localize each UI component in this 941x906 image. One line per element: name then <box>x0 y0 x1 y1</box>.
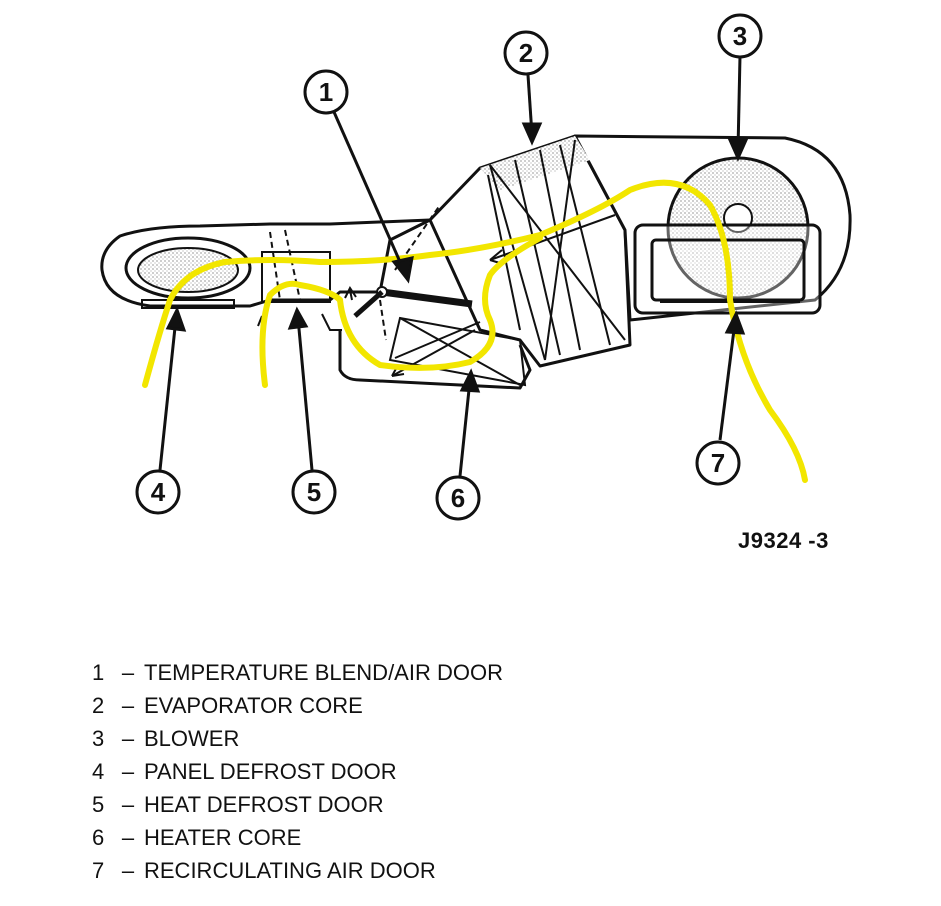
legend-label: EVAPORATOR CORE <box>144 693 363 718</box>
legend-label: BLOWER <box>144 726 240 751</box>
figure-code: J9324 -3 <box>738 528 829 553</box>
legend-label: RECIRCULATING AIR DOOR <box>144 858 436 883</box>
callout-2: 2 <box>503 30 549 76</box>
legend-number: 4 <box>92 759 105 784</box>
heater-core <box>388 316 527 387</box>
callout-1: 1 <box>303 69 349 115</box>
legend-number: 1 <box>92 660 105 685</box>
legend-separator: – <box>121 693 135 718</box>
legend-separator: – <box>121 792 135 817</box>
legend-separator: – <box>121 660 135 685</box>
legend-number: 3 <box>92 726 105 751</box>
legend-number: 5 <box>92 792 105 817</box>
legend: 1–TEMPERATURE BLEND/AIR DOOR 2–EVAPORATO… <box>92 656 503 887</box>
legend-item: 4–PANEL DEFROST DOOR <box>92 755 503 788</box>
evaporator-core <box>487 139 626 361</box>
legend-label: HEAT DEFROST DOOR <box>144 792 384 817</box>
legend-item: 3–BLOWER <box>92 722 503 755</box>
callout-5: 5 <box>291 469 337 515</box>
callout-3-label: 3 <box>733 21 747 51</box>
legend-separator: – <box>121 858 135 883</box>
callout-3: 3 <box>717 13 763 59</box>
callout-2-label: 2 <box>519 38 533 68</box>
legend-item: 2–EVAPORATOR CORE <box>92 689 503 722</box>
callout-leaders <box>158 55 749 477</box>
legend-separator: – <box>121 726 135 751</box>
legend-item: 6–HEATER CORE <box>92 821 503 854</box>
callout-5-label: 5 <box>307 477 321 507</box>
heat-defrost-door <box>257 229 342 331</box>
callout-4-label: 4 <box>151 477 166 507</box>
legend-number: 2 <box>92 693 105 718</box>
callout-6: 6 <box>435 475 481 521</box>
legend-label: TEMPERATURE BLEND/AIR DOOR <box>144 660 503 685</box>
legend-number: 7 <box>92 858 105 883</box>
evaporator-shading <box>480 136 590 190</box>
callout-6-label: 6 <box>451 483 465 513</box>
legend-number: 6 <box>92 825 105 850</box>
callout-4: 4 <box>135 469 181 515</box>
legend-separator: – <box>121 825 135 850</box>
legend-item: 7–RECIRCULATING AIR DOOR <box>92 854 503 887</box>
legend-label: HEATER CORE <box>144 825 302 850</box>
hvac-diagram: 1 2 3 4 5 6 7 <box>100 13 852 521</box>
callout-7-label: 7 <box>711 448 725 478</box>
legend-item: 5–HEAT DEFROST DOOR <box>92 788 503 821</box>
callout-1-label: 1 <box>319 77 333 107</box>
panel-outlet <box>124 236 252 309</box>
legend-separator: – <box>121 759 135 784</box>
legend-item: 1–TEMPERATURE BLEND/AIR DOOR <box>92 656 503 689</box>
callout-7: 7 <box>695 440 741 486</box>
legend-label: PANEL DEFROST DOOR <box>144 759 397 784</box>
